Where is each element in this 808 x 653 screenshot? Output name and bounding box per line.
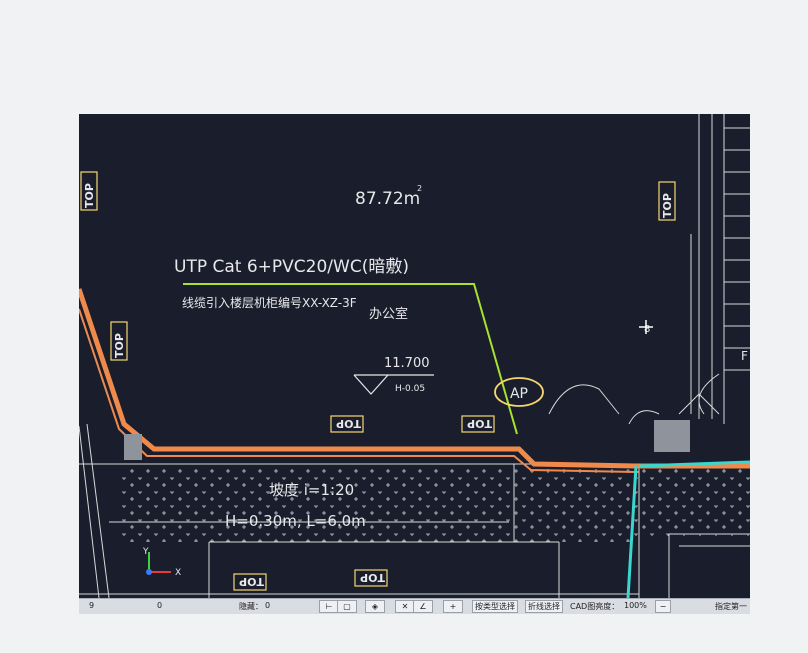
ap-label: AP [510, 386, 528, 402]
cross-icon[interactable]: ✕ [395, 600, 415, 613]
top-label-3: TOP [661, 193, 674, 218]
insert-icon[interactable]: + [443, 600, 463, 613]
edge-letter: F [741, 349, 748, 363]
select-by-type-button[interactable]: 按类型选择 [472, 600, 518, 613]
room-name: 办公室 [369, 306, 408, 322]
area-value: 87.72m [355, 189, 420, 209]
dims-label: H=0.30m, L=6.0m [225, 512, 366, 530]
top-labels [80, 171, 676, 591]
top-label-2: TOP [113, 333, 126, 358]
gray-block [654, 420, 690, 452]
brightness-minus-button[interactable]: − [655, 600, 671, 613]
cyan-line [626, 460, 750, 598]
measure-icon[interactable]: ∠ [413, 600, 433, 613]
ap-symbol[interactable] [494, 377, 544, 407]
small-marker: 8 [644, 324, 650, 335]
ucs-axis-icon: Y X [142, 547, 181, 578]
hidden-value: 0 [265, 601, 271, 610]
top-label-5: TOP [467, 417, 492, 430]
view-cube-icon[interactable]: ◈ [365, 600, 385, 613]
hatch-area-right [639, 466, 750, 536]
status-bar: 9 0 隐藏： 0 ⊢ ▢ ◈ ✕ ∠ + 按类型选择 折线选择 CAD图亮度：… [79, 598, 750, 614]
cad-brightness-label: CAD图亮度： [570, 602, 620, 611]
cable-spec: UTP Cat 6+PVC20/WC(暗敷) [174, 257, 409, 277]
snap-icon[interactable]: ⊢ [319, 600, 339, 613]
axis-y-label: Y [142, 547, 149, 557]
axis-x-label: X [175, 568, 181, 578]
elevation-value: 11.700 [384, 356, 430, 371]
slope-label: 坡度 i=1:20 [269, 481, 354, 499]
area-superscript: 2 [417, 184, 422, 193]
elevation-marker [353, 374, 434, 395]
elevation-note: H-0.05 [395, 384, 425, 394]
hatch-area [119, 466, 639, 542]
orange-wall [79, 288, 750, 469]
top-label-1: TOP [83, 183, 96, 208]
top-label-7: TOP [360, 571, 385, 584]
top-label-4: TOP [336, 417, 361, 430]
zero-mark: 0 [157, 601, 163, 610]
polyline-select-button[interactable]: 折线选择 [525, 600, 563, 613]
cabinet-ref: 线缆引入楼层机柜编号XX-XZ-3F [182, 295, 357, 310]
hidden-label: 隐藏： [239, 602, 263, 611]
cad-brightness-value: 100% [624, 601, 647, 610]
crosshair-icon [639, 320, 653, 334]
left-mark: 9 [89, 601, 95, 610]
top-label-6: TOP [239, 575, 264, 588]
cable-route [183, 283, 518, 435]
select-window-icon[interactable]: ▢ [337, 600, 357, 613]
cad-canvas[interactable]: TOP TOP TOP TOP TOP TOP TOP AP 87.72m 2 … [79, 114, 750, 598]
cad-screen: TOP TOP TOP TOP TOP TOP TOP AP 87.72m 2 … [79, 114, 750, 614]
command-prompt: 指定第一 [715, 602, 747, 611]
